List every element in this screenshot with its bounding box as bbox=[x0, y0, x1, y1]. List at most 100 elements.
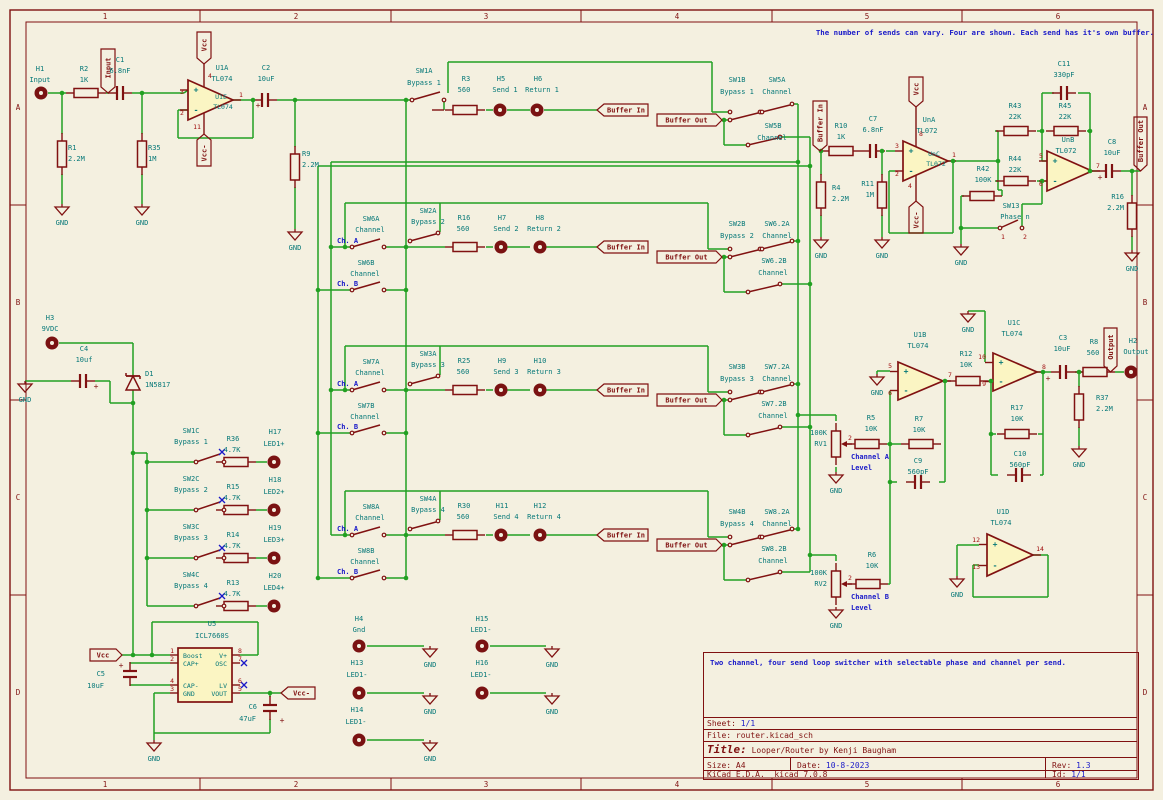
sch-text[interactable]: 2 bbox=[848, 434, 852, 442]
sch-text[interactable]: R35 bbox=[148, 144, 161, 152]
sch-text[interactable]: RV2 bbox=[814, 580, 827, 588]
opamp[interactable] bbox=[986, 532, 1036, 578]
sch-text[interactable]: 2 bbox=[180, 109, 184, 117]
sch-text[interactable]: UnA bbox=[923, 116, 936, 124]
resistor[interactable] bbox=[452, 241, 478, 253]
sch-text[interactable]: SW6.2A bbox=[764, 220, 790, 228]
global-label-shape[interactable] bbox=[1133, 116, 1148, 172]
sch-text[interactable]: OSC bbox=[215, 660, 227, 668]
sch-text[interactable]: SW2B bbox=[729, 220, 746, 228]
global-label-shape[interactable] bbox=[656, 250, 723, 264]
sch-text[interactable]: C10 bbox=[1014, 450, 1027, 458]
sch-text[interactable]: Channel bbox=[350, 413, 380, 421]
sch-text[interactable]: H15 bbox=[476, 615, 489, 623]
sch-text[interactable]: R14 bbox=[227, 531, 240, 539]
sch-text[interactable]: U1D bbox=[997, 508, 1010, 516]
sch-text[interactable]: SW3A bbox=[420, 350, 438, 358]
sch-text[interactable]: C5 bbox=[97, 670, 105, 678]
sch-text[interactable]: H20 bbox=[269, 572, 282, 580]
sch-text[interactable]: H8 bbox=[536, 214, 544, 222]
sch-text[interactable]: TL074 bbox=[211, 75, 232, 83]
sch-text[interactable]: SW1A bbox=[416, 67, 434, 75]
switch-lever[interactable] bbox=[351, 424, 381, 434]
sch-text[interactable]: 3 bbox=[180, 88, 184, 96]
sch-text[interactable]: SW5B bbox=[765, 122, 782, 130]
resistor[interactable] bbox=[1003, 125, 1029, 137]
sch-text[interactable]: Input bbox=[29, 76, 50, 84]
sch-text[interactable]: R4 bbox=[832, 184, 840, 192]
global-label-shape[interactable] bbox=[656, 393, 723, 407]
sch-text[interactable]: Return 4 bbox=[527, 513, 561, 521]
sch-text[interactable]: H4 bbox=[355, 615, 363, 623]
gnd-symbol[interactable] bbox=[16, 383, 34, 393]
global-label-shape[interactable] bbox=[596, 383, 649, 397]
sch-text[interactable]: SW4A bbox=[420, 495, 438, 503]
sch-text[interactable]: H10 bbox=[534, 357, 547, 365]
global-label[interactable]: Buffer In bbox=[607, 532, 645, 540]
gnd-symbol[interactable] bbox=[827, 474, 845, 484]
sch-text[interactable]: Channel bbox=[355, 514, 385, 522]
sch-text[interactable]: H11 bbox=[496, 502, 509, 510]
sch-text[interactable]: 5 bbox=[1039, 152, 1043, 160]
sch-text[interactable]: + bbox=[119, 661, 124, 670]
sch-text[interactable]: Ch. A bbox=[337, 380, 359, 388]
sch-text[interactable]: H19 bbox=[269, 524, 282, 532]
sch-text[interactable]: SW1B bbox=[729, 76, 746, 84]
sch-text[interactable]: 4.7K bbox=[224, 494, 242, 502]
sch-text[interactable]: 2.2M bbox=[1107, 204, 1124, 212]
resistor[interactable] bbox=[73, 87, 99, 99]
resistor[interactable] bbox=[1073, 393, 1085, 421]
global-label[interactable]: Buffer Out bbox=[1137, 120, 1145, 162]
sch-text[interactable]: D1 bbox=[145, 370, 153, 378]
sch-text[interactable]: 10K bbox=[1011, 415, 1024, 423]
sch-text[interactable]: Channel bbox=[762, 232, 792, 240]
sch-text[interactable]: Channel bbox=[355, 226, 385, 234]
sch-text[interactable]: 1 bbox=[170, 647, 174, 655]
sch-text[interactable]: R36 bbox=[227, 435, 240, 443]
sch-text[interactable]: C1 bbox=[116, 56, 124, 64]
global-label-shape[interactable] bbox=[908, 200, 924, 234]
sch-text[interactable]: R30 bbox=[458, 502, 471, 510]
sch-text[interactable]: LED3+ bbox=[263, 536, 284, 544]
sch-text[interactable]: H12 bbox=[534, 502, 547, 510]
switch-lever[interactable] bbox=[351, 381, 381, 391]
switch-lever[interactable] bbox=[351, 238, 381, 248]
sch-text[interactable]: V+ bbox=[219, 652, 227, 660]
resistor[interactable] bbox=[969, 190, 995, 202]
global-label-shape[interactable] bbox=[89, 648, 123, 662]
sch-text[interactable]: R15 bbox=[227, 483, 240, 491]
potentiometer[interactable] bbox=[830, 570, 842, 598]
sch-text[interactable]: Channel bbox=[762, 520, 792, 528]
switch-lever[interactable] bbox=[747, 284, 779, 293]
sch-text[interactable]: Boost bbox=[183, 652, 203, 660]
sch-text[interactable]: 10K bbox=[866, 562, 879, 570]
global-label-shape[interactable] bbox=[812, 100, 828, 152]
sch-text[interactable]: Phase n bbox=[1000, 213, 1030, 221]
sch-text[interactable]: Return 1 bbox=[525, 86, 559, 94]
sch-text[interactable]: Channel bbox=[762, 375, 792, 383]
sch-text[interactable]: Level bbox=[851, 464, 872, 472]
sch-text[interactable]: Return 2 bbox=[527, 225, 561, 233]
sch-text[interactable]: 560 bbox=[457, 513, 470, 521]
sch-text[interactable]: LED1- bbox=[470, 671, 491, 679]
sch-text[interactable]: H7 bbox=[498, 214, 506, 222]
global-label-shape[interactable] bbox=[100, 48, 116, 94]
sch-text[interactable]: 6.8nF bbox=[862, 126, 883, 134]
sch-text[interactable]: 7 bbox=[238, 655, 242, 663]
global-label[interactable]: Buffer Out bbox=[665, 542, 707, 550]
switch-lever[interactable] bbox=[409, 521, 437, 530]
sch-text[interactable]: 3 bbox=[895, 142, 899, 150]
sch-text[interactable]: 10uF bbox=[1054, 345, 1071, 353]
sch-text[interactable]: H16 bbox=[476, 659, 489, 667]
schematic-note[interactable]: The number of sends can vary. Four are s… bbox=[815, 28, 1154, 37]
resistor[interactable] bbox=[828, 145, 854, 157]
sch-text[interactable]: SW13 bbox=[1003, 202, 1020, 210]
sch-text[interactable]: 2 bbox=[895, 170, 899, 178]
switch-lever[interactable] bbox=[351, 569, 381, 579]
sch-text[interactable]: 7 bbox=[1096, 162, 1100, 170]
sch-text[interactable]: C4 bbox=[80, 345, 88, 353]
sch-text[interactable]: C2 bbox=[262, 64, 270, 72]
sch-text[interactable]: 6 bbox=[1039, 180, 1043, 188]
sch-text[interactable]: 560 bbox=[1087, 349, 1100, 357]
sch-text[interactable]: 2.2M bbox=[302, 161, 319, 169]
